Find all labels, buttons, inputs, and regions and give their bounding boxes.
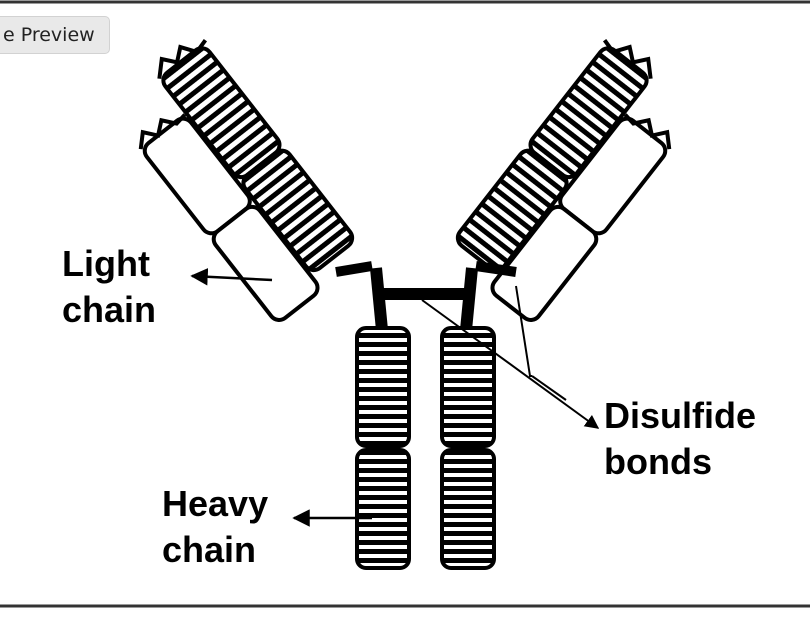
disulfide-bonds — [335, 261, 517, 331]
left-fab-light-segment — [138, 113, 320, 322]
fc-left-column — [355, 326, 411, 570]
left-fab-arm — [138, 38, 355, 322]
light-chain-label-2: chain — [62, 289, 156, 330]
disulfide-leader-join — [531, 375, 567, 401]
preview-button[interactable]: e Preview — [0, 16, 110, 54]
right-fab-light-segment — [490, 113, 672, 322]
light-chain-arrow — [190, 268, 273, 286]
left-fab-heavy-segment — [157, 38, 355, 273]
right-fab-heavy-segment — [455, 38, 653, 273]
disulfide-label-2: bonds — [604, 441, 712, 482]
disulfide-arrow — [421, 299, 600, 429]
right-fab-arm — [455, 38, 672, 322]
heavy-chain-label-2: chain — [162, 529, 256, 570]
light-chain-label-1: Light — [62, 243, 150, 284]
heavy-chain-label-1: Heavy — [162, 483, 268, 524]
disulfide-label-1: Disulfide — [604, 395, 756, 436]
disulfide-leader-line — [515, 285, 532, 377]
preview-button-label: e Preview — [3, 24, 95, 46]
fc-right-column — [440, 326, 496, 570]
